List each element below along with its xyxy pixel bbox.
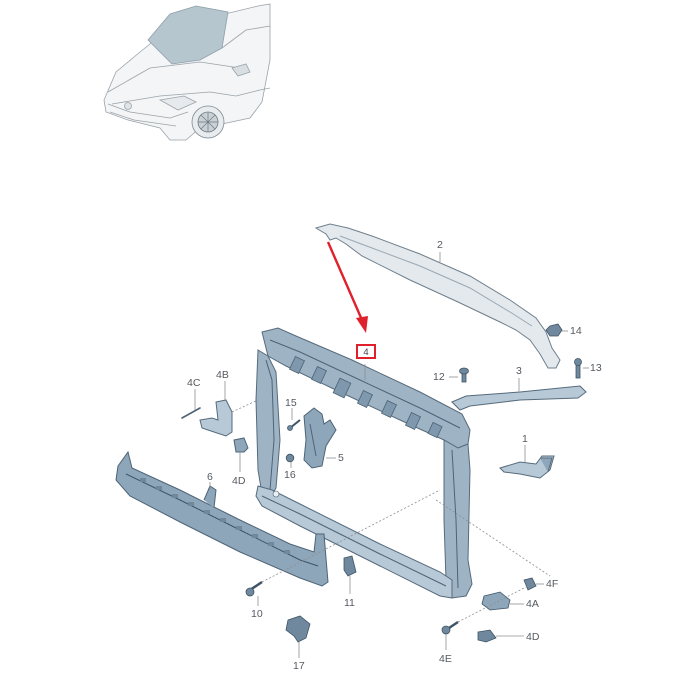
highlighted-part-callout[interactable]: 4 (356, 344, 376, 359)
part-16-nut-icon (285, 453, 295, 463)
part-4A-plate-icon (481, 591, 511, 611)
part-label-15[interactable]: 15 (285, 397, 297, 409)
part-label-4D-left[interactable]: 4D (232, 475, 246, 487)
part-4D-clip-left (233, 437, 249, 453)
part-label-4A[interactable]: 4A (526, 598, 539, 610)
part-label-14[interactable]: 14 (570, 325, 582, 337)
part-label-4B[interactable]: 4B (216, 369, 229, 381)
part-4B-bracket (199, 399, 233, 437)
part-label-6[interactable]: 6 (207, 471, 213, 483)
part-17-bracket-icon (285, 615, 311, 643)
part-label-17[interactable]: 17 (293, 660, 305, 672)
leader-lines (194, 252, 589, 658)
part-4-front-end-carrier (255, 327, 473, 599)
part-5-bracket (303, 407, 337, 469)
vehicle-overview-icon (103, 3, 271, 141)
fasteners (245, 323, 582, 643)
part-14-nut-icon (545, 323, 563, 337)
part-label-2[interactable]: 2 (437, 239, 443, 251)
part-6-lower-beam (115, 450, 329, 587)
part-1-bracket (499, 455, 555, 479)
part-label-12[interactable]: 12 (433, 371, 445, 383)
part-label-5[interactable]: 5 (338, 452, 344, 464)
part-4D-clip-right-icon (477, 629, 497, 643)
part-label-10[interactable]: 10 (251, 608, 263, 620)
part-label-4D-right[interactable]: 4D (526, 631, 540, 643)
highlight-arrow-icon (326, 241, 368, 333)
part-label-16[interactable]: 16 (284, 469, 296, 481)
part-label-4: 4 (363, 347, 369, 358)
part-label-4C[interactable]: 4C (187, 377, 201, 389)
part-label-1[interactable]: 1 (522, 433, 528, 445)
part-2-upper-crossmember (314, 223, 561, 369)
part-label-4F[interactable]: 4F (546, 578, 559, 590)
part-label-3[interactable]: 3 (516, 365, 522, 377)
part-label-11[interactable]: 11 (344, 597, 355, 609)
part-4F-clip-icon (523, 577, 537, 591)
part-4C-screw-icon (181, 407, 201, 419)
part-3-strut (451, 385, 587, 411)
part-label-4E[interactable]: 4E (439, 653, 452, 665)
part-11-clip-icon (343, 555, 357, 577)
part-label-13[interactable]: 13 (590, 362, 602, 374)
